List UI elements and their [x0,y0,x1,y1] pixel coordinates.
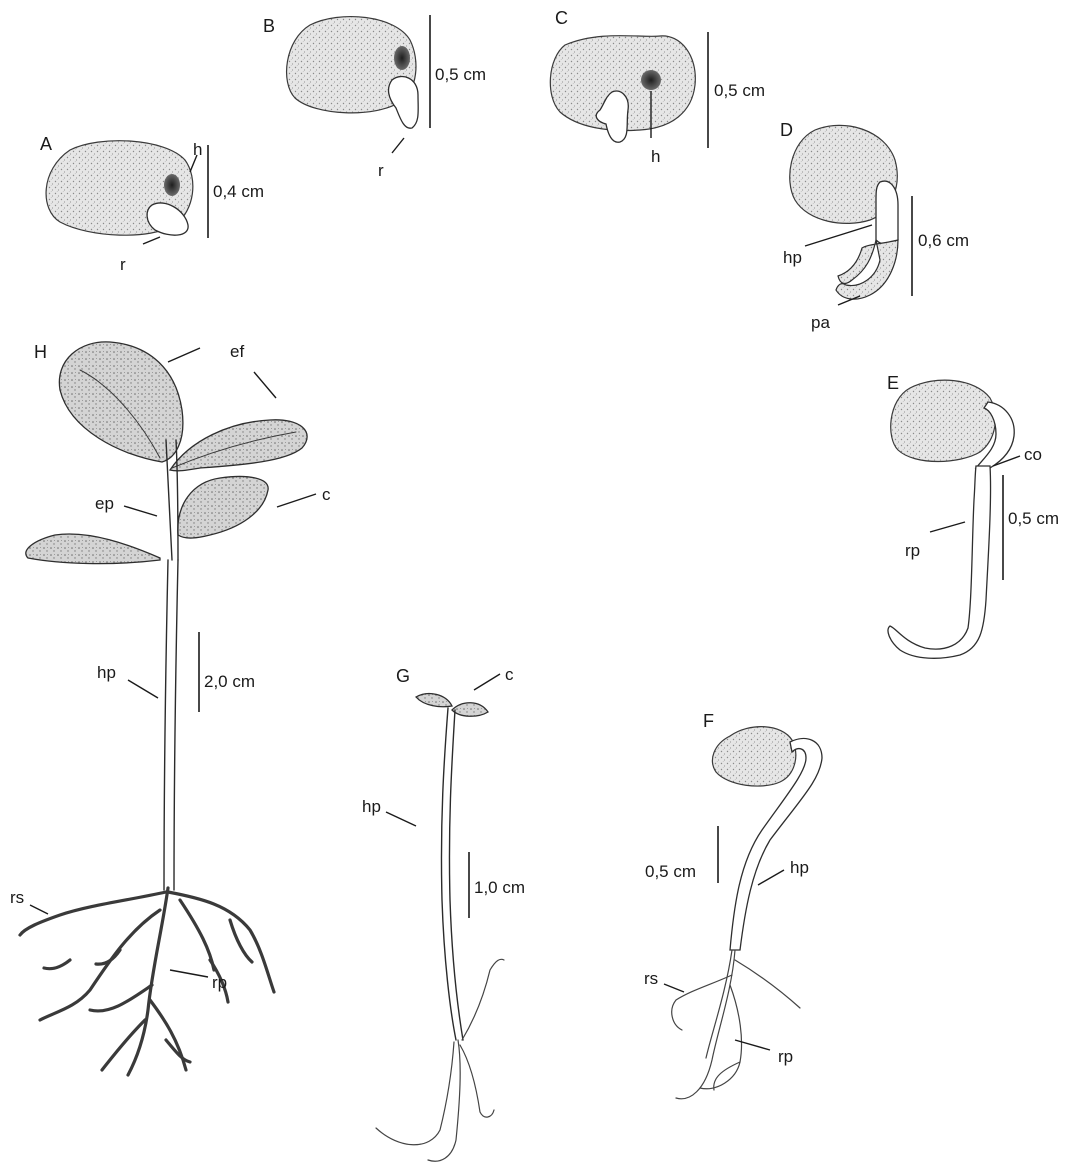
cotyledon-left-g [416,694,452,707]
panel-b: B r 0,5 cm [263,15,486,180]
label-rp-e: rp [905,541,920,560]
roots-h [20,888,274,1075]
label-h-c: h [651,147,660,166]
leader-rp-f [735,1040,770,1050]
hilum-a [164,174,180,196]
scale-text-f: 0,5 cm [645,862,696,881]
label-rs-h: rs [10,888,24,907]
panel-c: C h 0,5 cm [550,8,765,166]
leader-rs-h [30,905,48,914]
label-hp-g: hp [362,797,381,816]
label-hp-h: hp [97,663,116,682]
roots-f [672,950,800,1099]
panel-label-b: B [263,16,275,36]
label-c-g: c [505,665,514,684]
panel-label-f: F [703,711,714,731]
hilum-b [394,46,410,70]
scale-text-g: 1,0 cm [474,878,525,897]
panel-f: F 0,5 cm hp rs rp [644,711,822,1099]
primary-root-e [888,466,991,658]
scale-text-e: 0,5 cm [1008,509,1059,528]
leader-ef-2-h [254,372,276,398]
label-ep-h: ep [95,494,114,513]
scale-text-d: 0,6 cm [918,231,969,250]
root-apex-d [836,240,898,299]
scale-text-h: 2,0 cm [204,672,255,691]
panel-label-c: C [555,8,568,28]
roots-g [376,959,504,1161]
panel-label-e: E [887,373,899,393]
leader-rp-h [170,970,208,977]
leader-ep-h [124,506,157,516]
label-hp-f: hp [790,858,809,877]
seed-e [891,380,996,461]
panel-h: H ef [10,342,331,1075]
leader-r-a [143,237,160,244]
hypocotyl-g-edge [449,710,463,1040]
cotyledon-left-h [26,534,160,564]
label-r-a: r [120,255,126,274]
epicotyl-h-edge [176,440,178,560]
label-c-h: c [322,485,331,504]
hypocotyl-g [441,708,456,1040]
label-rs-f: rs [644,969,658,988]
hypocotyl-d [876,181,898,244]
leader-ef-1-h [168,348,200,362]
label-r-b: r [378,161,384,180]
scale-text-a: 0,4 cm [213,182,264,201]
label-rp-f: rp [778,1047,793,1066]
panel-label-a: A [40,134,52,154]
leader-r-b [392,138,404,153]
label-h-a: h [193,140,202,159]
panel-d: D hp pa 0,6 cm [780,120,969,332]
scale-text-c: 0,5 cm [714,81,765,100]
cotyledon-right-h [178,477,268,539]
leader-rs-f [664,984,684,992]
leader-c-h [277,494,316,507]
panel-label-h: H [34,342,47,362]
leader-hp-g [386,812,416,826]
leader-hp-f [758,870,784,885]
leader-hp-h [128,680,158,698]
panel-label-d: D [780,120,793,140]
seed-f [712,727,795,786]
hypocotyl-h [164,560,168,890]
leader-hp-d [805,225,872,246]
hypocotyl-h-edge [174,560,178,890]
label-rp-h: rp [212,973,227,992]
leader-rp-e [930,522,965,532]
scale-text-b: 0,5 cm [435,65,486,84]
label-ef-h: ef [230,342,244,361]
label-pa-d: pa [811,313,830,332]
panel-e: E co rp 0,5 cm [887,373,1059,658]
cotyledon-right-g [452,703,488,717]
radicle-b [389,76,419,128]
panel-g: G c hp 1,0 cm [362,665,525,1161]
label-co-e: co [1024,445,1042,464]
panel-a: A h r 0,4 cm [40,134,264,274]
leader-c-g [474,674,500,690]
panel-label-g: G [396,666,410,686]
hilum-c [641,70,661,90]
label-hp-d: hp [783,248,802,267]
